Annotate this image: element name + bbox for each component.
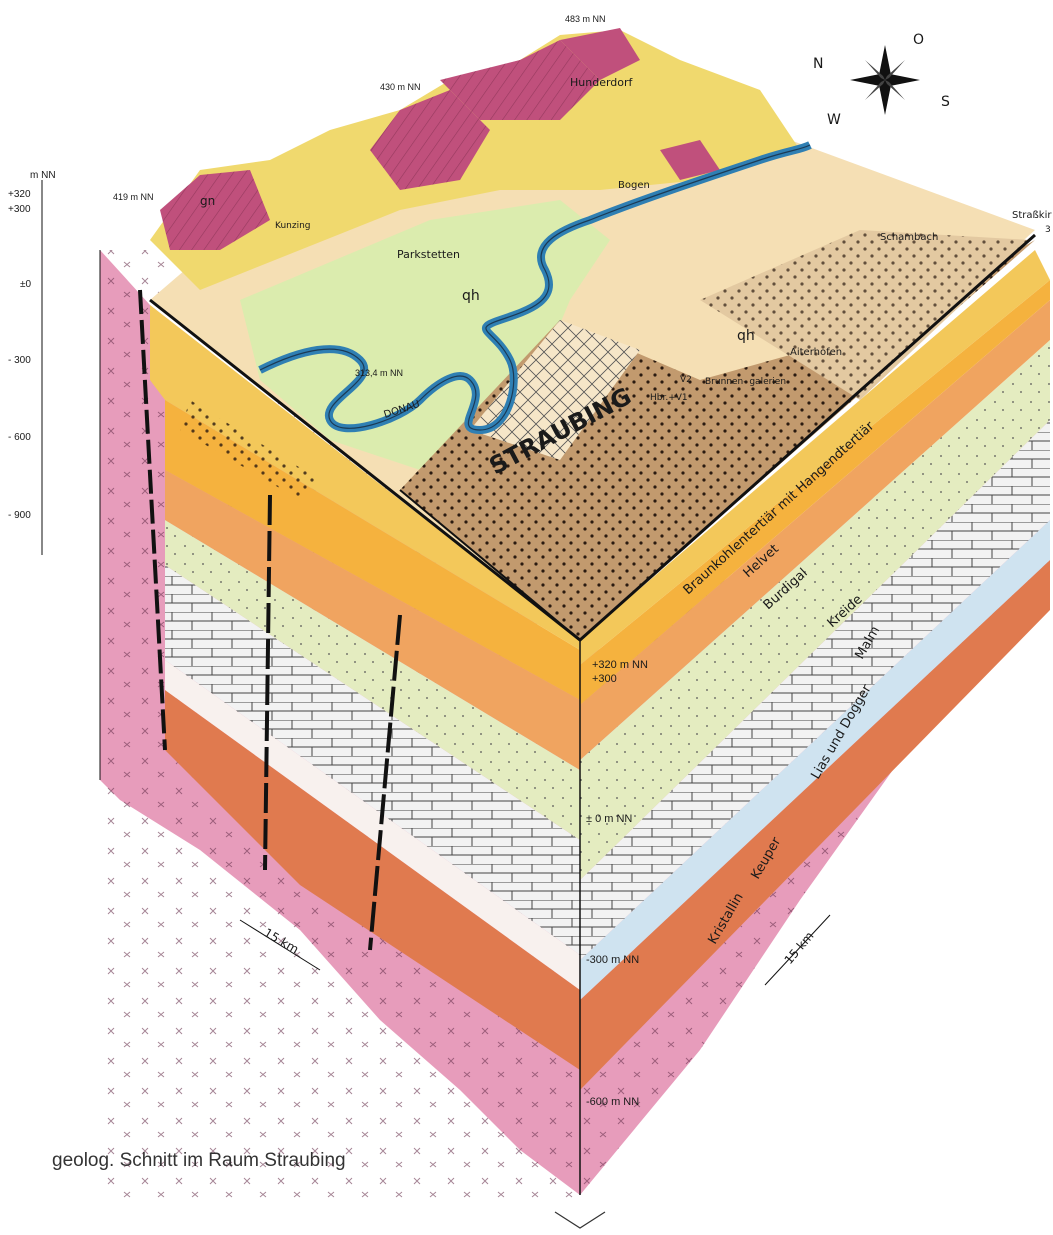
corner-elevation: ± 0 m NN: [586, 813, 632, 825]
scale-tick: ±0: [20, 279, 31, 290]
elevation-scale: m NN +320 +300 ±0 - 300 - 600 - 900: [8, 170, 56, 555]
compass-o: O: [913, 32, 924, 48]
scale-tick: +320: [8, 189, 31, 200]
place-three: 3: [1045, 225, 1051, 235]
place-hbr: Hbr.+V1: [650, 393, 688, 403]
place-bogen: Bogen: [618, 180, 650, 191]
place-kuenzing: Kunzing: [275, 221, 311, 231]
place-parkstetten: Parkstetten: [397, 248, 460, 261]
place-brunnen: Brunnen- galerien: [705, 377, 786, 387]
unit-gn: gn: [200, 194, 215, 208]
corner-elevation: -300 m NN: [586, 954, 639, 966]
corner-elevation: +320 m NN: [592, 659, 648, 671]
compass-rose: N O S W: [813, 32, 950, 128]
scale-unit: m NN: [30, 170, 56, 181]
dimension-right-label: 15 km: [782, 929, 817, 967]
place-strasskirchen: Straßkir: [1012, 210, 1052, 221]
corner-elevation: +300: [592, 673, 617, 685]
place-aiterhofen: Aiterhofen: [790, 347, 842, 358]
elevation-mid-peak: 430 m NN: [380, 82, 421, 92]
place-schambach: Schambach: [880, 232, 938, 243]
corner-elevation: -600 m NN: [586, 1096, 639, 1108]
place-v2: V2: [680, 375, 692, 385]
unit-qh: qh: [462, 288, 480, 304]
scale-tick: - 300: [8, 355, 31, 366]
bottom-chevron: [555, 1212, 605, 1228]
elevation-top-peak: 483 m NN: [565, 14, 606, 24]
compass-s: S: [941, 94, 950, 110]
scale-tick: - 600: [8, 432, 31, 443]
compass-n: N: [813, 56, 823, 72]
unit-qh: qh: [737, 328, 755, 344]
river-level: 313,4 m NN: [355, 368, 403, 378]
figure-caption: geolog. Schnitt im Raum Straubing: [52, 1150, 346, 1172]
scale-tick: +300: [8, 204, 31, 215]
elevation-left-peak: 419 m NN: [113, 192, 154, 202]
place-hunderdorf: Hunderdorf: [570, 76, 634, 89]
scale-tick: - 900: [8, 510, 31, 521]
compass-w: W: [827, 112, 841, 128]
